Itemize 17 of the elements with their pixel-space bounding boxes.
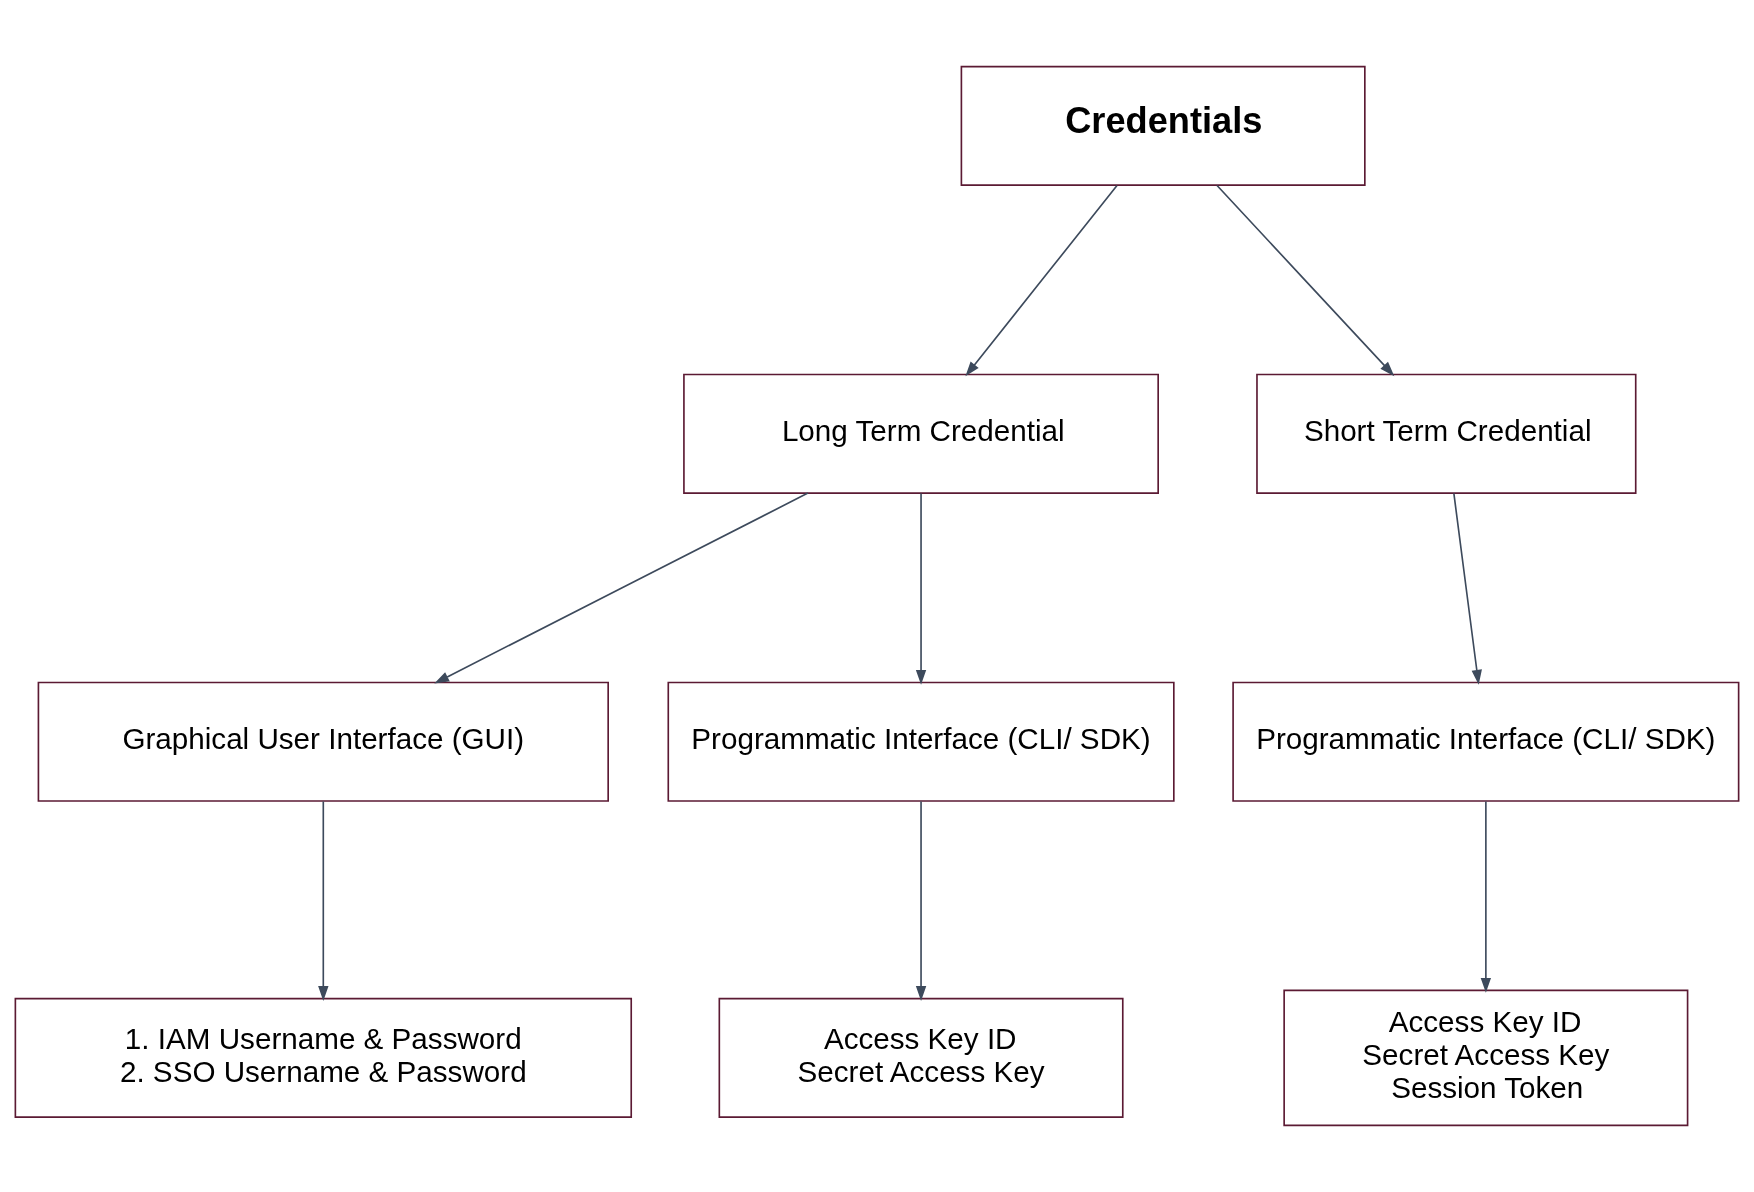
arrow [915,800,927,1001]
node-box: Long Term Credential [683,373,1159,494]
arrow [1216,184,1395,377]
arrow [318,800,329,1001]
node-box: 1. IAM Username & Password 2. SSO Username & Password [14,997,633,1118]
arrow [1453,492,1482,685]
node-box: Programmatic Interface (CLI/ SDK) [667,681,1175,802]
node-box: Short Term Credential [1256,373,1637,494]
arrow [434,492,809,684]
arrow [915,492,927,685]
node-box: Programmatic Interface (CLI/ SDK) [1232,681,1740,802]
arrow [965,184,1118,377]
node-box: Graphical User Interface (GUI) [37,681,609,802]
node-box: Access Key ID Secret Access Key Session Token [1283,989,1689,1127]
node-box: Access Key ID Secret Access Key [718,997,1124,1118]
arrow [1480,800,1492,993]
node-box: Credentials [960,65,1366,186]
